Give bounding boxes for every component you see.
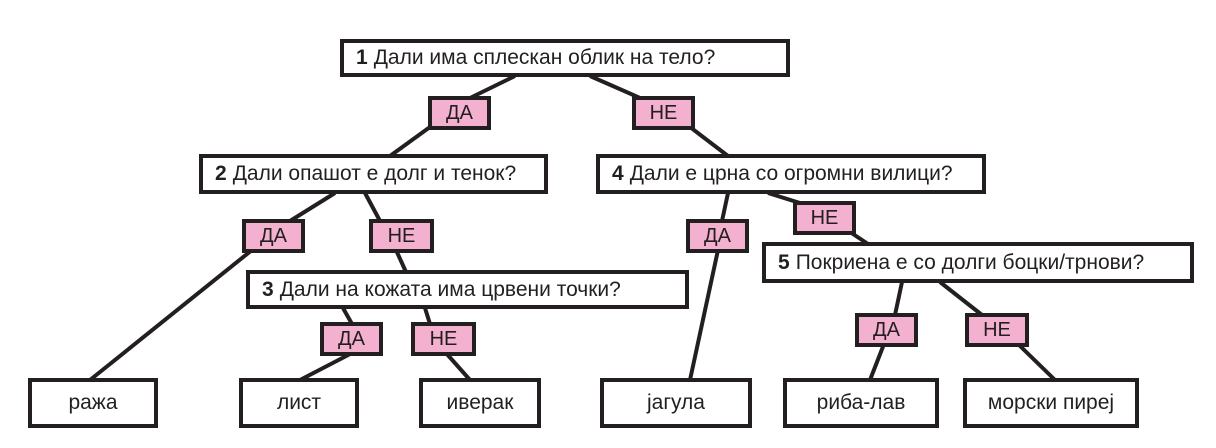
no-tag-1: НЕ [632,96,695,130]
no-tag-5: НЕ [965,313,1029,347]
no-tag-2: НЕ [369,219,434,253]
leaf-list: лист [239,378,359,428]
yes-tag-4: ДА [686,219,749,253]
yes-tag-2: ДА [242,219,305,253]
leaf-iverak: иверак [419,378,541,428]
no-tag-3: НЕ [411,322,476,356]
leaf-morski-pirej: морски пиреј [963,378,1139,428]
yes-tag-3: ДА [320,322,383,356]
yes-tag-5: ДА [855,313,918,347]
no-tag-4: НЕ [793,201,856,235]
leaf-jagula: јагула [600,378,752,428]
yes-tag-1: ДА [428,96,491,130]
leaf-raza: ража [28,378,158,428]
leaf-riba-lav: риба-лав [783,378,939,428]
